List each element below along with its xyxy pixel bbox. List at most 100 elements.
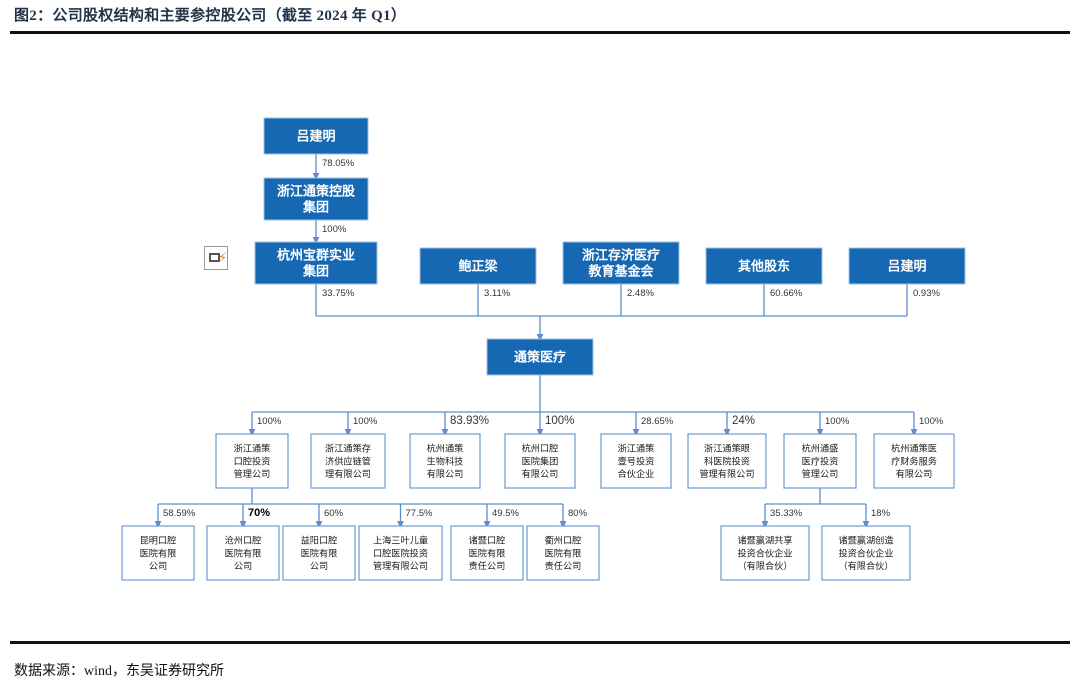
org-node-label: 壹号投资 (618, 455, 655, 466)
ownership-percentage: 3.11% (484, 288, 511, 299)
ownership-structure-diagram: 吕建明浙江通策控股集团杭州宝群实业集团鲍正梁浙江存济医疗教育基金会其他股东吕建明… (121, 117, 966, 581)
org-node-label: 杭州宝群实业 (277, 248, 355, 263)
org-node-label: 管理公司 (234, 468, 271, 479)
org-node-label: 公司 (310, 561, 328, 571)
org-node-label: 杭州通策医 (891, 443, 937, 454)
org-node-baozhengliang[interactable]: 鲍正梁 (419, 247, 537, 285)
org-node-label: 诸暨赢湖共享 (737, 535, 792, 546)
org-node-label: 浙江存济医疗 (582, 248, 660, 263)
org-node-label: 合伙企业 (618, 468, 655, 479)
org-node-label: 医院有限 (140, 547, 177, 558)
org-node-label: 沧州口腔 (225, 535, 262, 546)
org-node-other_holders[interactable]: 其他股东 (705, 247, 823, 285)
node-layer: 吕建明浙江通策控股集团杭州宝群实业集团鲍正梁浙江存济医疗教育基金会其他股东吕建明… (121, 117, 966, 581)
org-node-label: 集团 (302, 264, 329, 279)
org-node-label: 医院有限 (301, 547, 338, 558)
org-node-label: 责任公司 (469, 560, 506, 571)
ownership-percentage: 100% (257, 416, 282, 427)
org-node-label: 杭州口腔 (522, 443, 559, 454)
ownership-percentage: 0.93% (913, 288, 940, 299)
org-node-label: 集团 (302, 200, 329, 215)
connector-layer (154, 154, 918, 529)
embedded-object-icon: ⚡ (204, 246, 228, 270)
ownership-percentage: 28.65% (641, 416, 674, 427)
org-node-label: 管理公司 (802, 468, 839, 479)
ownership-percentage: 100% (322, 224, 347, 235)
org-node-label: 诸暨赢湖创造 (838, 535, 893, 546)
ownership-percentage: 60.66% (770, 288, 803, 299)
ownership-percentage: 100% (825, 416, 850, 427)
org-node-label: 公司 (149, 561, 167, 571)
page-title: 图2：公司股权结构和主要参控股公司（截至 2024 年 Q1） (14, 8, 407, 24)
org-node-label: 浙江通策控股 (277, 184, 355, 199)
ownership-percentage: 33.75% (322, 288, 355, 299)
object-frame-glyph (209, 253, 220, 262)
title-rule-top (10, 31, 1070, 34)
org-node-label: 投资合伙企业 (838, 547, 893, 558)
org-node-label: 益阳口腔 (301, 535, 338, 546)
org-node-label: 浙江通策 (618, 443, 655, 454)
ownership-percentage: 24% (732, 415, 755, 427)
ownership-percentage: 70% (248, 507, 270, 519)
ownership-percentage: 80% (568, 508, 588, 519)
org-node-label: 浙江通策 (234, 443, 271, 454)
ownership-percentage: 58.59% (163, 508, 196, 519)
org-node-label: 吕建明 (296, 129, 335, 144)
org-node-label: 济供应链管 (325, 455, 371, 466)
org-node-label: 浙江通策眼 (704, 443, 750, 454)
org-node-label: 浙江通策存 (325, 443, 371, 454)
org-node-label: 教育基金会 (587, 264, 654, 279)
org-node-label: 投资合伙企业 (737, 547, 792, 558)
org-node-lvjianming_2[interactable]: 吕建明 (848, 247, 966, 285)
org-node-label: 昆明口腔 (140, 535, 177, 546)
org-node-label: 上海三叶儿童 (373, 535, 428, 546)
org-node-label: （有限合伙） (737, 560, 792, 571)
org-node-label: 有限公司 (896, 468, 933, 479)
ownership-percentage: 100% (353, 416, 378, 427)
org-node-label: 疗财务服务 (891, 455, 937, 466)
percentage-label-layer: 78.05%100%33.75%3.11%2.48%60.66%0.93%100… (163, 158, 944, 519)
org-node-label: 鲍正梁 (458, 259, 498, 274)
source-rule-bottom (10, 641, 1070, 644)
org-node-label: 衢州口腔 (545, 535, 582, 546)
org-node-label: 理有限公司 (325, 468, 371, 479)
ownership-percentage: 49.5% (492, 508, 519, 519)
org-node-label: 通策医疗 (514, 350, 566, 365)
source-note: 数据来源：wind，东吴证券研究所 (14, 664, 224, 679)
org-node-label: 口腔医院投资 (373, 547, 428, 558)
org-node-label: 管理有限公司 (699, 468, 754, 479)
org-node-label: 诸暨口腔 (469, 535, 506, 546)
org-node-label: 医疗投资 (802, 455, 839, 466)
org-node-label: 责任公司 (545, 560, 582, 571)
org-node-label: 生物科技 (427, 455, 464, 466)
org-node-label: （有限合伙） (838, 560, 893, 571)
ownership-percentage: 78.05% (322, 158, 355, 169)
org-node-lvjianming_top[interactable]: 吕建明 (263, 117, 369, 155)
ownership-percentage: 100% (919, 416, 944, 427)
ownership-percentage: 35.33% (770, 508, 803, 519)
org-node-label: 医院有限 (225, 547, 262, 558)
org-node-label: 其他股东 (738, 259, 790, 274)
org-node-tongce_medical[interactable]: 通策医疗 (486, 338, 594, 376)
org-node-label: 吕建明 (887, 259, 926, 274)
org-node-label: 有限公司 (522, 468, 559, 479)
